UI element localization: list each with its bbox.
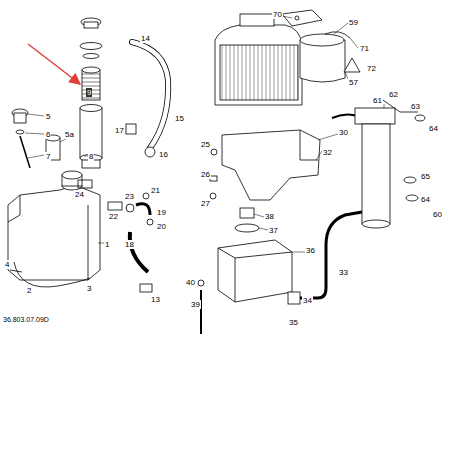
callout-number: 1 <box>104 240 110 249</box>
callout-number: 40 <box>185 278 196 287</box>
callout-number: 22 <box>108 212 119 221</box>
callout-number: 25 <box>200 140 211 149</box>
callout-number: 63 <box>410 102 421 111</box>
callout-number: 23 <box>124 192 135 201</box>
drawing-code: 36.803.07.09D <box>2 315 50 324</box>
callout-number: 62 <box>388 90 399 99</box>
callout-number: 37 <box>268 226 279 235</box>
callout-number: 65 <box>420 172 431 181</box>
callout-number: 15 <box>174 114 185 123</box>
callout-number: 27 <box>200 199 211 208</box>
callout-number: 57 <box>348 78 359 87</box>
callout-number: 13 <box>150 295 161 304</box>
callout-number: 59 <box>348 18 359 27</box>
callout-number: 16 <box>158 150 169 159</box>
callout-number: 34 <box>302 296 313 305</box>
callout-number: 7 <box>45 152 51 161</box>
callout-number: 24 <box>74 190 85 199</box>
pointer-arrow <box>28 44 80 84</box>
callout-number: 70 <box>272 10 283 19</box>
callout-number: 5 <box>45 112 51 121</box>
callout-number: 39 <box>190 300 201 309</box>
callout-number: 35 <box>288 318 299 327</box>
callout-number: 14 <box>140 34 151 43</box>
callout-number: 64 <box>428 124 439 133</box>
callout-number: 33 <box>338 268 349 277</box>
callout-number: 20 <box>156 222 167 231</box>
callout-number: 2 <box>26 286 32 295</box>
callout-number: 32 <box>322 148 333 157</box>
callout-number: 4 <box>4 260 10 269</box>
callout-number: 71 <box>359 44 370 53</box>
callout-number: 9 <box>86 88 92 97</box>
callout-number: 38 <box>264 212 275 221</box>
callout-number: 60 <box>432 210 443 219</box>
callout-number: 72 <box>366 64 377 73</box>
callout-number: 64 <box>420 195 431 204</box>
callout-number: 8 <box>88 152 94 161</box>
callout-number: 21 <box>150 186 161 195</box>
callout-number: 36 <box>305 246 316 255</box>
callout-number: 6 <box>45 130 51 139</box>
callout-number: 26 <box>200 170 211 179</box>
callout-number: 17 <box>114 126 125 135</box>
callout-number: 3 <box>86 284 92 293</box>
callout-number: 61 <box>372 96 383 105</box>
callout-number: 18 <box>124 240 135 249</box>
callout-number: 30 <box>338 128 349 137</box>
callout-number: 19 <box>156 208 167 217</box>
callout-number: 5a <box>64 130 75 139</box>
